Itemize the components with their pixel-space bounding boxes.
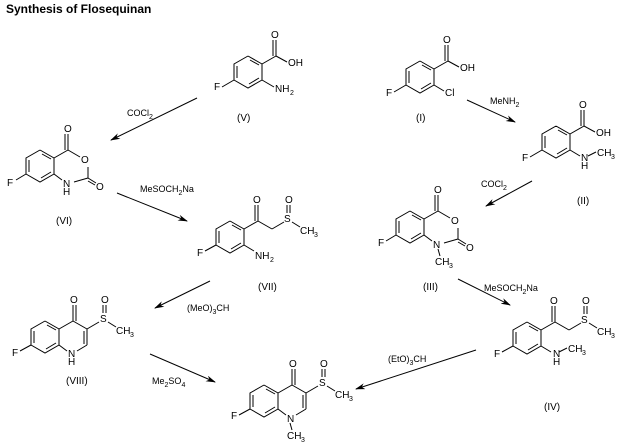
atom-H: H <box>68 357 75 368</box>
arrow-VI-to-VII <box>116 192 188 222</box>
atom-N: N <box>553 349 560 360</box>
compound-label: (IV) <box>544 402 560 413</box>
atom-CH3: CH <box>116 326 130 337</box>
arrow-VII-to-VIII <box>154 280 211 309</box>
atom-S: S <box>581 315 588 326</box>
reagent-MeO3CH: (MeO)3CH <box>187 303 229 316</box>
atom-O: O <box>285 195 293 206</box>
atom-F: F <box>12 348 18 359</box>
atom-O: O <box>582 296 590 307</box>
arrow-V-to-VI <box>110 97 198 141</box>
benzene-ring <box>221 40 288 89</box>
atom-OH: OH <box>288 58 303 69</box>
atom-N: N <box>68 349 75 360</box>
compound-label: (II) <box>577 196 589 207</box>
atom-O: O <box>81 155 89 166</box>
atom-Cl: Cl <box>445 88 454 99</box>
atom-O: O <box>320 359 328 370</box>
subscript: 3 <box>611 154 615 161</box>
atom-O: O <box>64 124 72 135</box>
compound-label: (I) <box>416 113 425 124</box>
diagram-title: Synthesis of Flosequinan <box>6 2 152 16</box>
atom-F: F <box>522 153 528 164</box>
subscript: 3 <box>349 396 353 403</box>
arrow-IV-to-product <box>355 349 477 390</box>
atom-NH: NH <box>255 251 269 262</box>
subscript: 2 <box>270 257 274 264</box>
reagent-EtO3CH: (EtO)3CH <box>388 354 426 367</box>
reagent-MeNH2: MeNH2 <box>490 96 520 109</box>
atom-F: F <box>378 238 384 249</box>
arrow-I-to-II <box>466 99 516 123</box>
atom-O: O <box>70 295 78 306</box>
atom-N: N <box>287 414 294 425</box>
reagent-Me2SO4: Me2SO4 <box>152 376 185 389</box>
compound-V: O OH F NH 2 (V) <box>214 30 303 124</box>
atom-F: F <box>214 82 220 93</box>
compound-VIII: O O S CH 3 N H F (VIII) <box>12 295 134 387</box>
atom-F: F <box>231 411 237 422</box>
compound-label: (III) <box>423 282 438 293</box>
arrow-III-to-IV <box>457 278 511 306</box>
atom-F: F <box>7 178 13 189</box>
reagent-COCl2: COCl2 <box>481 179 507 192</box>
compound-II: O OH F N H CH 3 (II) <box>522 100 615 207</box>
atom-N: N <box>433 240 440 251</box>
atom-CH3: CH <box>335 390 349 401</box>
arrow-VIII-to-product <box>149 353 216 383</box>
subscript: 3 <box>130 332 134 339</box>
subscript: 2 <box>290 90 294 97</box>
atom-NH: NH <box>275 84 289 95</box>
compound-VI: O O O N H F (VI) <box>7 124 104 227</box>
atom-O: O <box>253 195 261 206</box>
compound-VII: O O S CH 3 F NH 2 (VII) <box>197 195 318 293</box>
compound-IV: O O S CH 3 F N H CH 3 (IV) <box>494 296 615 413</box>
compound-label: (VI) <box>56 216 72 227</box>
atom-OH: OH <box>460 63 475 74</box>
atom-O: O <box>289 359 297 370</box>
atom-O: O <box>443 35 451 46</box>
subscript: 3 <box>611 333 615 340</box>
atom-F: F <box>494 349 500 360</box>
atom-S: S <box>284 214 291 225</box>
atom-O: O <box>550 296 558 307</box>
atom-O: O <box>271 30 279 41</box>
atom-F: F <box>197 248 203 259</box>
reagent-MeSOCH2Na: MeSOCH2Na <box>484 283 538 296</box>
atom-N: N <box>63 179 70 190</box>
atom-OH: OH <box>596 128 611 139</box>
atom-N: N <box>581 153 588 164</box>
atom-H: H <box>581 161 588 172</box>
reagent-MeSOCH2Na: MeSOCH2Na <box>140 184 194 197</box>
compound-III: O O O N CH 3 F (III) <box>378 185 474 293</box>
subscript: 3 <box>314 232 318 239</box>
compound-flosequinan: O O S CH 3 N CH 3 F <box>231 359 353 444</box>
atom-CH3: CH <box>597 327 611 338</box>
compound-label: (VIII) <box>66 376 88 387</box>
atom-O: O <box>579 100 587 111</box>
compound-label: (V) <box>237 113 250 124</box>
atom-O: O <box>434 185 442 196</box>
subscript: 3 <box>301 437 305 444</box>
atom-O: O <box>451 216 459 227</box>
atom-CH3: CH <box>287 431 301 442</box>
arrow-II-to-III <box>485 180 533 207</box>
atom-O: O <box>96 182 104 193</box>
atom-S: S <box>100 314 107 325</box>
atom-CH3: CH <box>435 257 449 268</box>
atom-CH3: CH <box>300 226 314 237</box>
atom-H: H <box>63 187 70 198</box>
atom-CH3: CH <box>568 344 582 355</box>
compound-label: (VII) <box>258 282 277 293</box>
atom-F: F <box>386 88 392 99</box>
reagent-COCl2: COCl2 <box>127 108 153 121</box>
subscript: 3 <box>582 350 586 357</box>
atom-S: S <box>319 378 326 389</box>
atom-O: O <box>101 295 109 306</box>
atom-O: O <box>466 243 474 254</box>
subscript: 3 <box>449 263 453 270</box>
compound-I: O OH F Cl (I) <box>386 35 475 124</box>
atom-CH3: CH <box>597 148 611 159</box>
atom-H: H <box>553 357 560 368</box>
